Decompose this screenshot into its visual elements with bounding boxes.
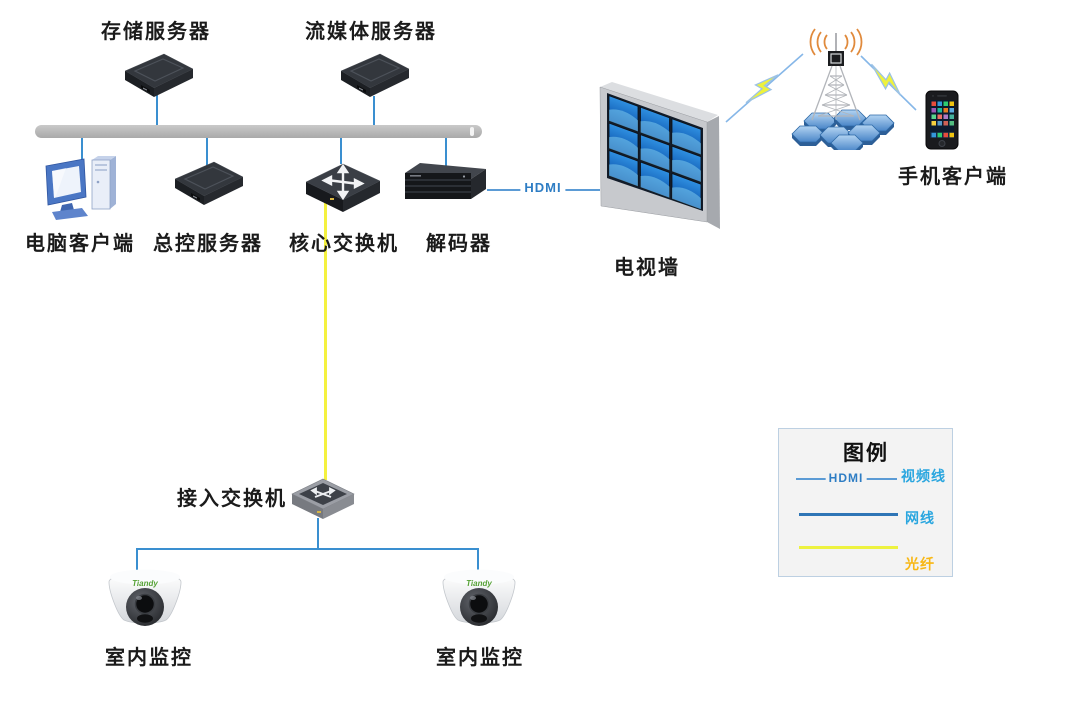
link-streaming-to-bus [373,96,375,127]
switch-arrows-icon [310,487,336,498]
camera-brand-text: Tiandy [132,579,158,588]
signal-waves-icon [809,28,863,56]
link-access-down [317,518,319,550]
indoor-camera-left-label: 室内监控 [105,647,193,669]
tv-wall-label: 电视墙 [614,257,680,279]
phone-app-grid [930,101,954,138]
link-bus-to-decoder [445,136,447,166]
link-camera-trunk [136,548,479,550]
master-server-label: 总控服务器 [153,233,263,255]
access-switch-icon [291,478,355,519]
indoor-camera-left-icon: Tiandy [108,568,182,627]
link-bus-to-master [206,136,208,168]
pc-client-label: 电脑客户端 [25,233,135,255]
tv-wall-icon [599,82,720,229]
legend-video-line-text: HDMI [825,471,867,485]
wireless-tower-icon [791,28,895,150]
master-server-icon [174,161,244,206]
tower-lattice [811,65,861,121]
storage-server-icon [124,53,194,98]
link-bus-to-pc [81,136,83,162]
legend-label-network: 网线 [905,510,935,526]
network-bus-bar [35,125,482,138]
legend-line-network [799,513,898,516]
link-storage-to-bus [156,95,158,127]
legend-box: 图例 HDMI 视频线 网线 光纤 [778,428,953,577]
decoder-label: 解码器 [426,233,492,255]
bus-bar-notch [470,127,474,136]
mobile-client-label: 手机客户端 [898,166,1008,188]
streaming-server-icon [340,53,410,98]
lightning-bolt-icon [745,67,779,111]
link-bus-to-coreswitch [340,136,342,164]
legend-title: 图例 [843,442,889,465]
decoder-icon [405,163,486,199]
camera-brand-text: Tiandy [466,579,492,588]
fiber-link-core-to-access [324,200,327,480]
link-to-camera-right [477,548,479,572]
switch-arrows-icon [321,163,365,201]
core-switch-label: 核心交换机 [289,233,399,255]
legend-line-fiber [799,546,898,549]
indoor-camera-right-icon: Tiandy [442,568,516,627]
legend-label-fiber: 光纤 [905,556,935,572]
storage-server-label: 存储服务器 [101,21,211,43]
indoor-camera-right-label: 室内监控 [436,647,524,669]
access-switch-label: 接入交换机 [177,488,287,510]
link-to-camera-left [136,548,138,572]
hdmi-link-label: HDMI [520,180,566,195]
pc-client-icon [45,156,116,220]
mobile-phone-icon [925,90,959,150]
wireless-links [725,53,917,123]
core-switch-icon [305,163,381,212]
streaming-server-label: 流媒体服务器 [305,21,437,43]
legend-label-video: 视频线 [901,468,946,484]
